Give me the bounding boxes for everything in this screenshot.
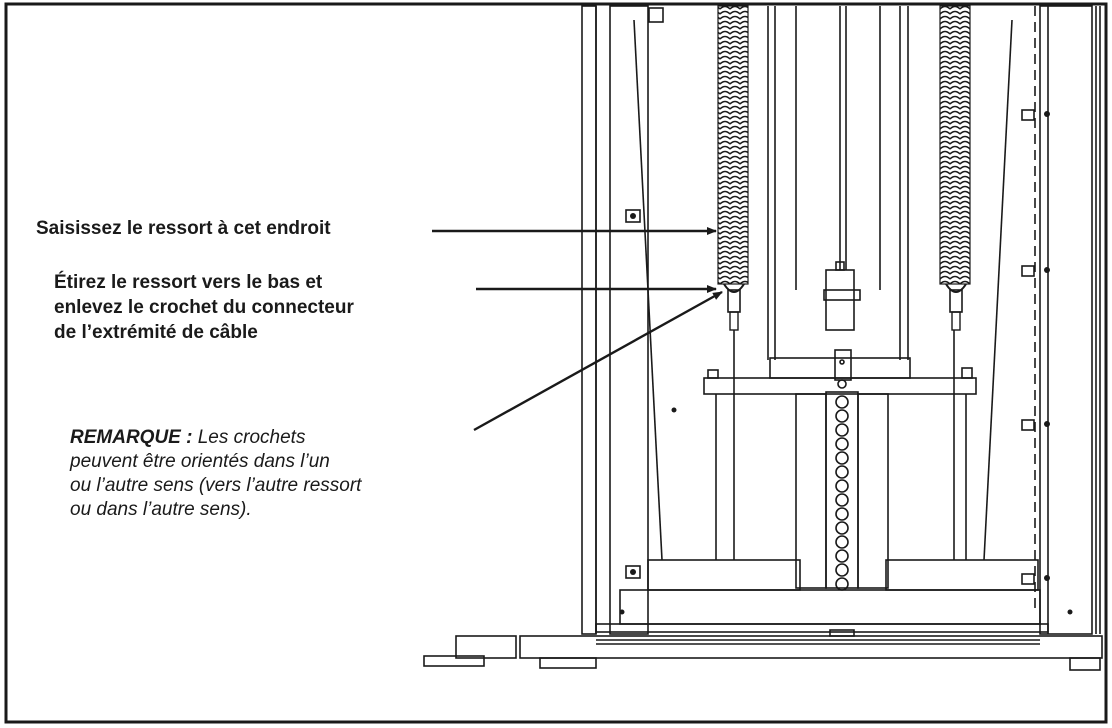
arrow-note (473, 290, 723, 432)
note-first-line: REMARQUE : Les crochets (70, 426, 490, 450)
callout-grab-spring: Saisissez le ressort à cet endroit (36, 218, 331, 239)
callout-stretch-spring: Étirez le ressort vers le bas et enlevez… (54, 270, 494, 345)
note-line: ou l’autre sens (vers l’autre ressort (70, 475, 362, 496)
bolts (619, 111, 1073, 615)
left-spring (717, 5, 749, 331)
callout-stretch-line: de l’extrémité de câble (54, 322, 258, 343)
note-line: ou dans l’autre sens). (70, 499, 252, 520)
page-border (4, 2, 1108, 724)
note-line: Les crochets (192, 427, 306, 448)
leader-arrows (432, 227, 723, 432)
selector-holes (835, 395, 849, 591)
note-text: REMARQUE : Les crochets peuvent être ori… (70, 426, 490, 522)
callout-stretch-line: Étirez le ressort vers le bas et (54, 272, 323, 293)
callout-stretch-line: enlevez le crochet du connecteur (54, 297, 354, 318)
machine-frame (423, 5, 1103, 671)
right-spring (939, 5, 971, 331)
note-label: REMARQUE : (70, 427, 193, 448)
note-line: peuvent être orientés dans l’un (70, 451, 330, 472)
